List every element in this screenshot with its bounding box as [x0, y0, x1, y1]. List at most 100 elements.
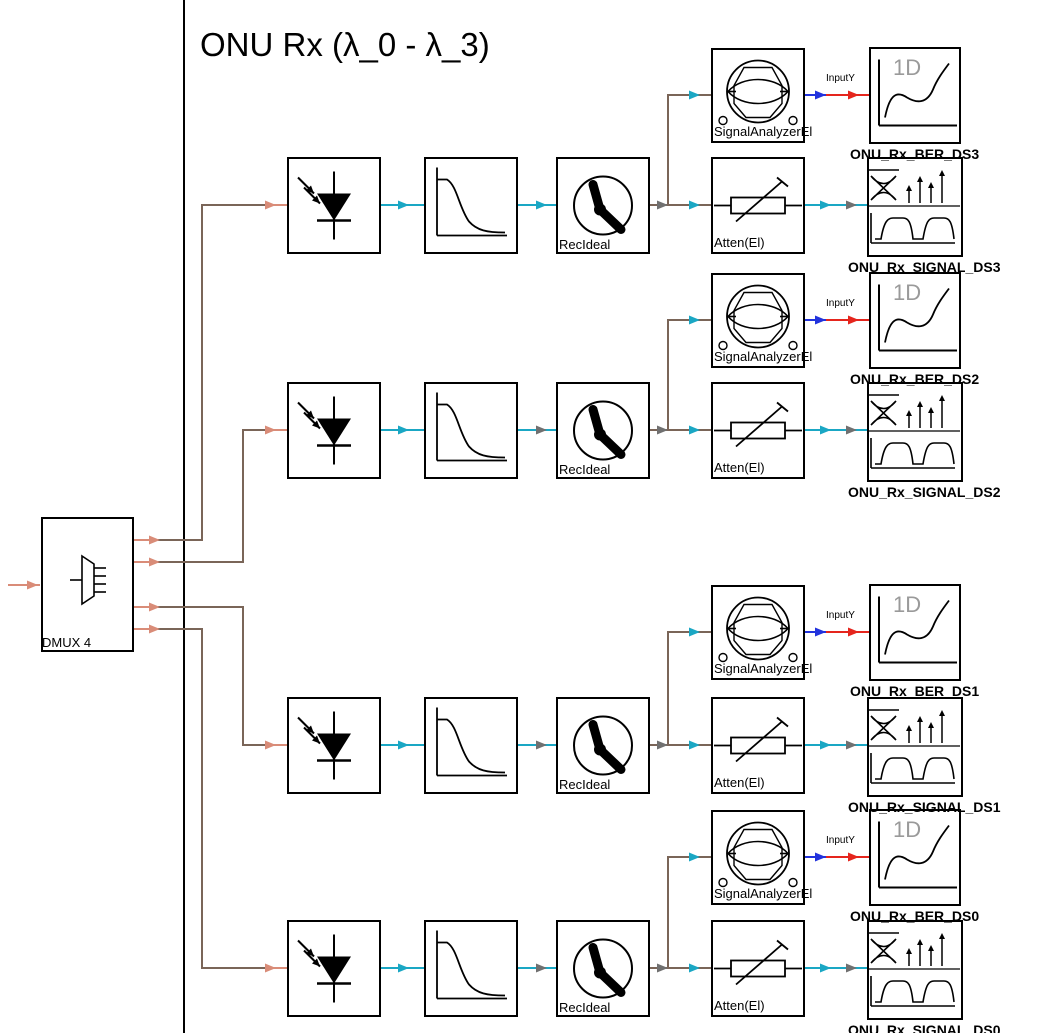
receiver-label: RecIdeal	[559, 1000, 610, 1015]
signal-arrowhead	[689, 315, 700, 325]
signal-arrowhead	[265, 740, 276, 750]
filter-block-0[interactable]	[424, 920, 518, 1017]
receiver-label: RecIdeal	[559, 237, 610, 252]
signal-arrowhead	[815, 852, 826, 862]
signal-arrowhead	[815, 315, 826, 325]
signal-scope-block-1-frame	[867, 697, 963, 797]
signal-analyzer-block-0[interactable]	[711, 810, 805, 905]
input-y-label: InputY	[826, 835, 855, 846]
attenuator-block-1[interactable]	[711, 697, 805, 794]
signal-arrowhead	[689, 852, 700, 862]
signal-arrowhead	[689, 963, 700, 973]
receiver-block-0[interactable]	[556, 920, 650, 1017]
receiver-block-3[interactable]	[556, 157, 650, 254]
signal-analyzer-label: SignalAnalyzerEl	[714, 886, 812, 901]
attenuator-block-0[interactable]	[711, 920, 805, 1017]
signal-arrowhead	[848, 627, 859, 637]
signal-scope-label: ONU_Rx_SIGNAL_DS0	[848, 1022, 1001, 1033]
panel-title: ONU Rx (λ_0 - λ_3)	[200, 26, 490, 63]
signal-scope-block-3[interactable]	[867, 157, 963, 257]
signal-arrowhead	[689, 740, 700, 750]
plot-mode-label: 1D	[893, 592, 921, 617]
signal-arrowhead	[398, 425, 409, 435]
photodiode-block-1[interactable]	[287, 697, 381, 794]
signal-arrowhead	[689, 90, 700, 100]
signal-scope-label: ONU_Rx_SIGNAL_DS1	[848, 799, 1001, 815]
signal-analyzer-block-3[interactable]	[711, 48, 805, 143]
signal-arrowhead	[536, 200, 547, 210]
signal-scope-block-2[interactable]	[867, 382, 963, 482]
receiver-label: RecIdeal	[559, 462, 610, 477]
signal-scope-label: ONU_Rx_SIGNAL_DS2	[848, 484, 1001, 500]
signal-arrowhead	[398, 963, 409, 973]
filter-block-0-frame	[424, 920, 518, 1017]
signal-arrowhead	[265, 200, 276, 210]
filter-block-2[interactable]	[424, 382, 518, 479]
optical-route-wire	[158, 628, 265, 969]
signal-arrowhead	[815, 627, 826, 637]
attenuator-label: Atten(El)	[714, 775, 765, 790]
input-y-label: InputY	[826, 298, 855, 309]
signal-arrowhead	[657, 963, 668, 973]
signal-arrowhead	[848, 90, 859, 100]
receiver-block-1[interactable]	[556, 697, 650, 794]
demux-frame	[41, 517, 134, 652]
ber-plot-block-3[interactable]	[869, 47, 961, 144]
signal-arrowhead	[848, 852, 859, 862]
signal-arrowhead	[846, 740, 857, 750]
filter-block-2-frame	[424, 382, 518, 479]
photodiode-block-3[interactable]	[287, 157, 381, 254]
signal-scope-block-0[interactable]	[867, 920, 963, 1020]
demux-block[interactable]	[41, 517, 134, 652]
signal-arrowhead	[689, 627, 700, 637]
optical-route-wire	[158, 606, 265, 746]
filter-block-1-frame	[424, 697, 518, 794]
receiver-icon	[574, 717, 632, 775]
signal-analyzer-block-1[interactable]	[711, 585, 805, 680]
attenuator-block-2[interactable]	[711, 382, 805, 479]
ber-plot-block-1-frame	[869, 584, 961, 681]
filter-block-1[interactable]	[424, 697, 518, 794]
signal-arrowhead	[657, 200, 668, 210]
input-y-label: InputY	[826, 610, 855, 621]
ber-plot-block-1[interactable]	[869, 584, 961, 681]
signal-analyzer-block-2[interactable]	[711, 273, 805, 368]
receiver-block-2[interactable]	[556, 382, 650, 479]
signal-analyzer-label: SignalAnalyzerEl	[714, 124, 812, 139]
attenuator-block-3[interactable]	[711, 157, 805, 254]
filter-block-3[interactable]	[424, 157, 518, 254]
signal-scope-block-1[interactable]	[867, 697, 963, 797]
signal-arrowhead	[820, 963, 831, 973]
signal-arrowhead	[149, 624, 160, 634]
photodiode-block-0[interactable]	[287, 920, 381, 1017]
plot-mode-label: 1D	[893, 817, 921, 842]
signal-arrowhead	[657, 425, 668, 435]
signal-scope-block-2-frame	[867, 382, 963, 482]
signal-arrowhead	[536, 425, 547, 435]
ber-plot-block-2[interactable]	[869, 272, 961, 369]
signal-arrowhead	[265, 963, 276, 973]
signal-arrowhead	[848, 315, 859, 325]
signal-arrows	[27, 90, 859, 973]
ber-plot-block-2-frame	[869, 272, 961, 369]
input-y-label: InputY	[826, 73, 855, 84]
signal-arrowhead	[398, 200, 409, 210]
ber-plot-block-0-frame	[869, 809, 961, 906]
analyzer-branch-wire	[667, 319, 712, 430]
signal-arrowhead	[149, 602, 160, 612]
signal-arrowhead	[657, 740, 668, 750]
signal-arrowhead	[846, 425, 857, 435]
signal-arrowhead	[536, 740, 547, 750]
demux-icon	[70, 554, 106, 606]
ber-plot-label: ONU_Rx_BER_DS2	[850, 371, 979, 387]
signal-arrowhead	[820, 740, 831, 750]
optical-route-wire	[158, 204, 265, 541]
ber-plot-label: ONU_Rx_BER_DS0	[850, 908, 979, 924]
signal-arrowhead	[27, 580, 38, 590]
signal-arrowhead	[815, 90, 826, 100]
attenuator-label: Atten(El)	[714, 460, 765, 475]
signal-scope-block-3-frame	[867, 157, 963, 257]
ber-plot-block-0[interactable]	[869, 809, 961, 906]
photodiode-block-2[interactable]	[287, 382, 381, 479]
signal-arrowhead	[398, 740, 409, 750]
